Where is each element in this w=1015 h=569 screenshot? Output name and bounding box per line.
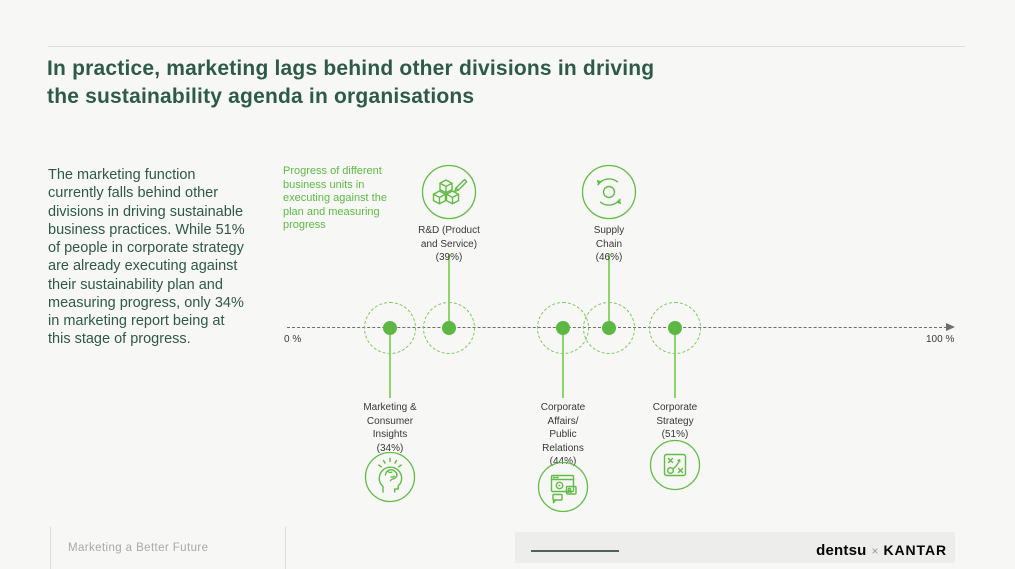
marketing-connector-line — [389, 334, 391, 398]
supply-chain-data-dot — [602, 321, 616, 335]
brand-separator-icon: × — [871, 544, 879, 558]
page-title: In practice, marketing lags behind other… — [47, 57, 655, 108]
rnd-label: R&D (Product and Service) (39%) — [418, 225, 480, 263]
brand-logos: dentsu × KANTAR — [816, 542, 947, 560]
head-brain-icon — [364, 451, 416, 503]
body-paragraph: The marketing function currently falls b… — [48, 167, 245, 348]
supply-chain-label: Supply Chain (46%) — [593, 225, 625, 263]
axis-max-label: 100 % — [926, 334, 955, 345]
dentsu-logo: dentsu — [816, 542, 867, 559]
tactics-board-icon — [649, 439, 701, 491]
corporate-strategy-connector-line — [674, 334, 676, 398]
corporate-strategy-label: Corporate Strategy (51%) — [652, 402, 698, 440]
rnd-data-dot — [442, 321, 456, 335]
corporate-strategy-data-dot — [668, 321, 682, 335]
chart-caption: Progress of different business units in … — [283, 165, 387, 232]
cycle-arrows-icon — [581, 164, 637, 220]
corporate-affairs-label: Corporate Affairs/ Public Relations (44%… — [540, 402, 586, 467]
footer-brand-bar: dentsu × KANTAR — [515, 532, 955, 563]
cubes-pencil-icon — [421, 164, 477, 220]
corporate-affairs-data-dot — [556, 321, 570, 335]
rnd-connector-line — [448, 254, 450, 322]
corporate-affairs-connector-line — [562, 334, 564, 398]
marketing-label: Marketing & Consumer Insights (34%) — [363, 402, 417, 454]
axis-arrow-icon — [946, 323, 955, 331]
footer-left-label: Marketing a Better Future — [68, 542, 209, 554]
top-divider — [48, 46, 965, 47]
axis-min-label: 0 % — [284, 334, 302, 345]
marketing-data-dot — [383, 321, 397, 335]
media-screens-icon — [537, 461, 589, 513]
footer-divider-line — [531, 550, 619, 552]
supply-chain-connector-line — [608, 254, 610, 322]
footer-left-box: Marketing a Better Future — [50, 527, 286, 569]
kantar-logo: KANTAR — [883, 542, 947, 558]
